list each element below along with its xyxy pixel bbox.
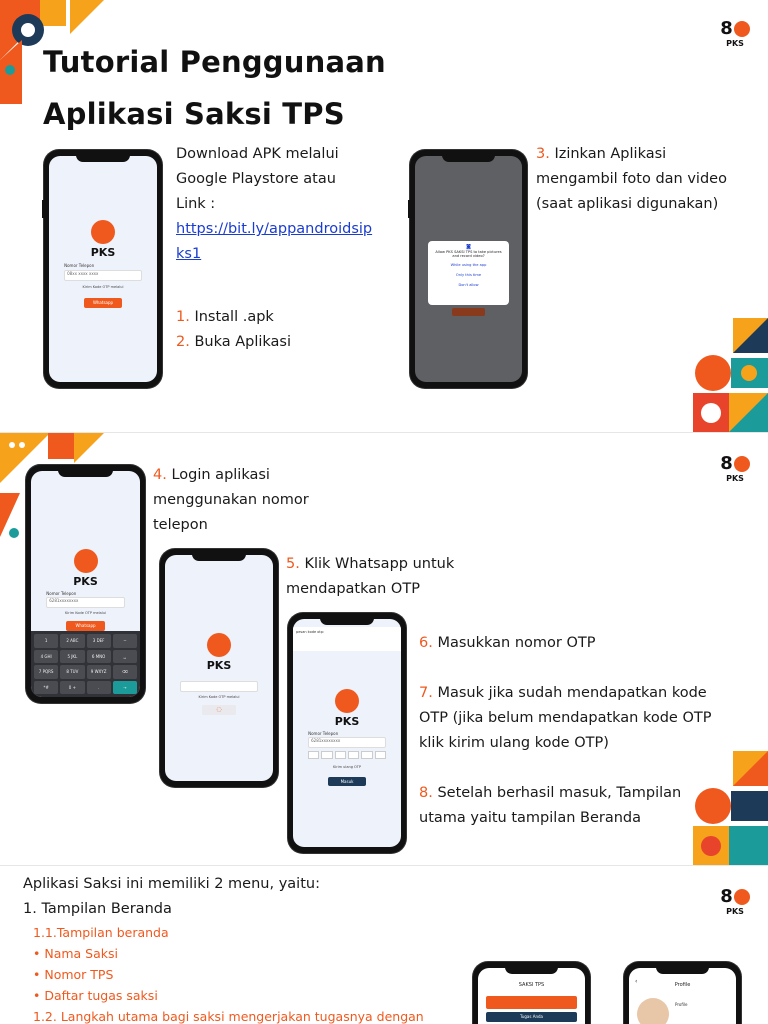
keyboard-key: 8 TUV (60, 665, 85, 679)
pks-80-logo-3: 8 PKS (720, 886, 750, 916)
camera-icon: ◙ (466, 244, 471, 250)
keyboard-key: 0 + (60, 680, 85, 694)
keyboard-key: → (112, 680, 137, 694)
corner-decoration-bottom-right-2 (693, 751, 768, 865)
logo-circle-icon (733, 20, 750, 37)
slide-2: 8 PKS PKS Nomor Telepon 6281xxxxxxxx Kir… (0, 433, 768, 865)
keyboard-key: 9 WXYZ (86, 665, 111, 679)
keyboard-key: 3 DEF (86, 634, 111, 648)
corner-decoration-bottom-right (693, 318, 768, 432)
keyboard-key: ␣ (112, 649, 137, 663)
sub-item-nomor-tps: • Nomor TPS (33, 967, 114, 982)
menu-intro: Aplikasi Saksi ini memiliki 2 menu, yait… (23, 876, 320, 892)
back-arrow-icon: ‹ (635, 978, 638, 985)
phone-permission-screen: ◙ Allow PKS SAKSI TPS to take pictures a… (408, 150, 527, 388)
avatar (637, 998, 669, 1024)
download-text-3: Link : (176, 196, 216, 212)
whatsapp-notification: pesan kode otp: (293, 627, 401, 651)
keyboard-key: 7 PQRS (34, 665, 59, 679)
corner-decoration-top-left (0, 0, 104, 104)
keyboard-key: 2 ABC (60, 634, 85, 648)
sub-item-nama-saksi: • Nama Saksi (33, 946, 118, 961)
keyboard-key: 1 (34, 634, 59, 648)
masuk-button: Masuk (327, 777, 367, 786)
phone-number-input: 08xx xxxx xxxx (64, 270, 142, 281)
keyboard-key: . (86, 680, 111, 694)
slide-title-line-2: Aplikasi Saksi TPS (43, 97, 345, 131)
keyboard-key: − (112, 634, 137, 648)
step-8: 8. Setelah berhasil masuk, Tampilan utam… (419, 785, 682, 826)
step-1: 1. Install .apk (176, 309, 274, 325)
sub-item-daftar-tugas: • Daftar tugas saksi (33, 988, 158, 1003)
slide-1: 8 PKS Tutorial Penggunaan Aplikasi Saksi… (0, 0, 768, 432)
download-text-1: Download APK melalui (176, 146, 339, 162)
keyboard-key: 4 GHI (34, 649, 59, 663)
step-3: 3. Izinkan Aplikasi mengambil foto dan v… (536, 146, 727, 212)
pks-80-logo: 8 PKS (720, 18, 750, 48)
step-4: 4. Login aplikasi menggunakan nomor tele… (153, 467, 309, 533)
phone-profile: Profile ‹ Profile (624, 962, 741, 1024)
loading-spinner-icon: ◌ (201, 705, 237, 715)
step-6: 6. Masukkan nomor OTP (419, 635, 596, 651)
pks-logo-icon (91, 220, 115, 244)
download-text-2: Google Playstore atau (176, 171, 336, 187)
keyboard-key: 6 MNO (86, 649, 111, 663)
step-7: 7. Masuk jika sudah mendapatkan kode OTP… (419, 685, 712, 751)
step-2: 2. Buka Aplikasi (176, 334, 292, 350)
slide-3: 8 PKS Aplikasi Saksi ini memiliki 2 menu… (0, 866, 768, 1024)
phone-otp-entry: pesan kode otp: PKS Nomor Telepon 6281xx… (288, 613, 406, 853)
phone-otp-loading: PKS Kirim Kode OTP melalui ◌ (160, 549, 278, 787)
otp-boxes (308, 751, 386, 759)
menu-item-1: 1. Tampilan Beranda (23, 901, 172, 917)
step-5: 5. Klik Whatsapp untuk mendapatkan OTP (286, 556, 455, 597)
keyboard-key: ⌫ (112, 665, 137, 679)
sub-item-1-2: 1.2. Langkah utama bagi saksi mengerjaka… (33, 1009, 424, 1024)
whatsapp-button: Whatsapp (83, 298, 123, 308)
phone-login-screen: PKS Nomor Telepon 08xx xxxx xxxx Kirim K… (42, 150, 162, 388)
pks-80-logo-2: 8 PKS (720, 453, 750, 483)
keyboard-key: 5 JKL (60, 649, 85, 663)
phone-login-keyboard: PKS Nomor Telepon 6281xxxxxxxx Kirim Kod… (26, 465, 145, 703)
phone-beranda: SAKSI TPS Tugas Anda (473, 962, 590, 1024)
slide-title-line-1: Tutorial Penggunaan (43, 45, 386, 79)
sub-item-1-1: 1.1.Tampilan beranda (33, 925, 169, 940)
keyboard-key: *# (34, 680, 59, 694)
permission-dialog: ◙ Allow PKS SAKSI TPS to take pictures a… (428, 241, 509, 305)
